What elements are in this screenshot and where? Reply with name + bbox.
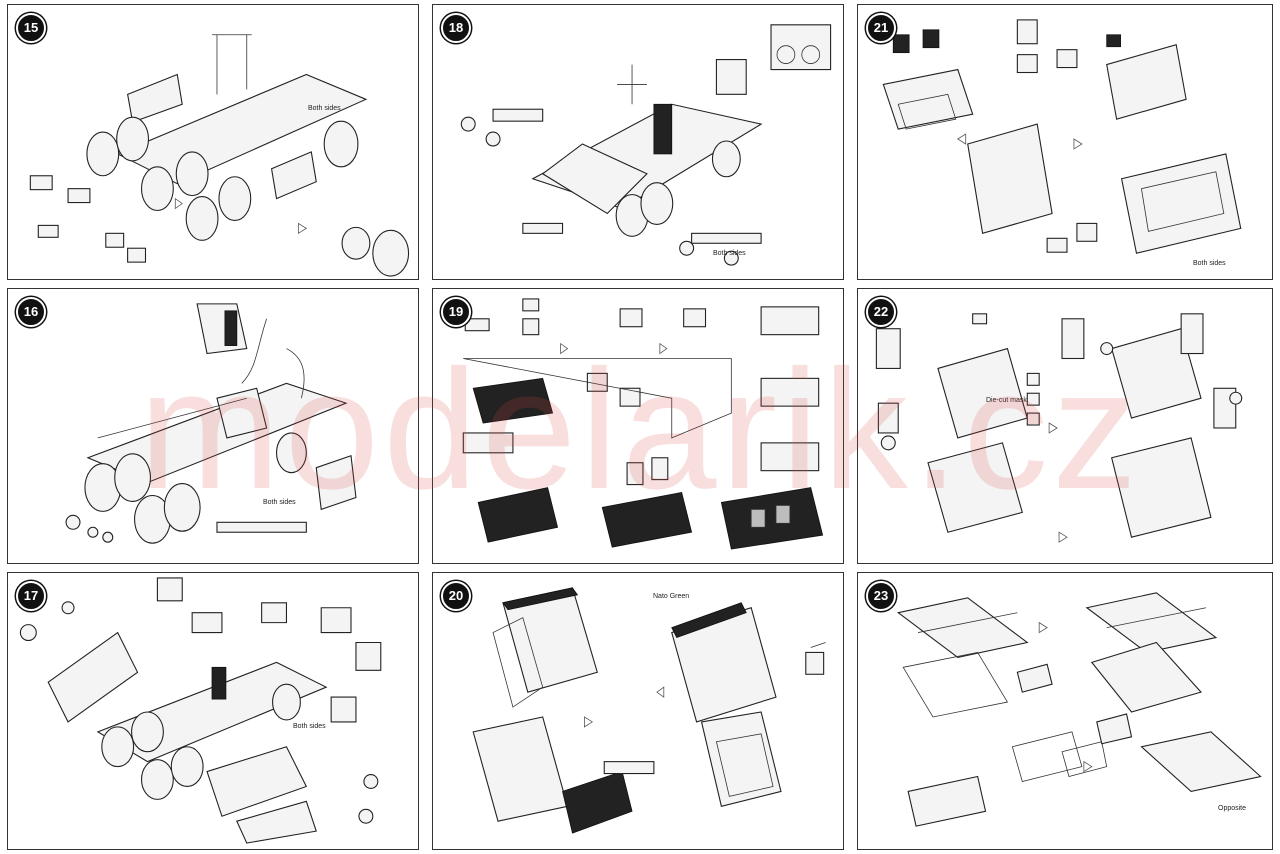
step-number-badge: 23 — [866, 581, 896, 611]
step-18-drawing — [460, 24, 832, 266]
step-23-panel: 23 Opposite — [857, 572, 1273, 850]
part-callout: Opposite — [1218, 805, 1247, 812]
step-number-badge: 15 — [16, 13, 46, 43]
step-number-badge: 22 — [866, 297, 896, 327]
step-20-panel: 20 Nato Green — [432, 572, 844, 850]
part-callout: Matte Iron — [728, 527, 760, 534]
step-21-panel: 21 Both sides — [857, 4, 1273, 280]
step-17-panel: 17 Both sides — [7, 572, 419, 850]
step-16-drawing — [65, 303, 357, 544]
step-18-panel: 18 Both sides — [432, 4, 844, 280]
step-number-badge: 18 — [441, 13, 471, 43]
step-number-badge: 21 — [866, 13, 896, 43]
step-15-panel: 15 Both sides — [7, 4, 419, 280]
step-22-drawing — [875, 313, 1243, 543]
step-22-panel: 22 Die-cut mask — [857, 288, 1273, 564]
step-15-drawing — [29, 34, 410, 277]
part-callout: Both sides — [263, 499, 296, 506]
step-19-panel: 19 Matte Iron — [432, 288, 844, 564]
step-16-panel: 16 Both sides — [7, 288, 419, 564]
step-23-drawing — [896, 592, 1262, 827]
step-21-drawing — [882, 19, 1242, 254]
part-callout: Both sides — [713, 250, 746, 257]
step-number-badge: 19 — [441, 297, 471, 327]
part-callout: Both sides — [1193, 260, 1226, 267]
part-callout: Die-cut mask — [986, 397, 1027, 404]
step-number-badge: 20 — [441, 581, 471, 611]
step-17-drawing — [19, 577, 382, 844]
step-20-drawing — [472, 587, 826, 834]
part-callout: Both sides — [293, 723, 326, 730]
part-callout: Both sides — [308, 105, 341, 112]
step-number-badge: 16 — [16, 297, 46, 327]
part-callout: Nato Green — [653, 593, 690, 600]
step-number-badge: 17 — [16, 581, 46, 611]
step-19-drawing — [462, 298, 824, 550]
